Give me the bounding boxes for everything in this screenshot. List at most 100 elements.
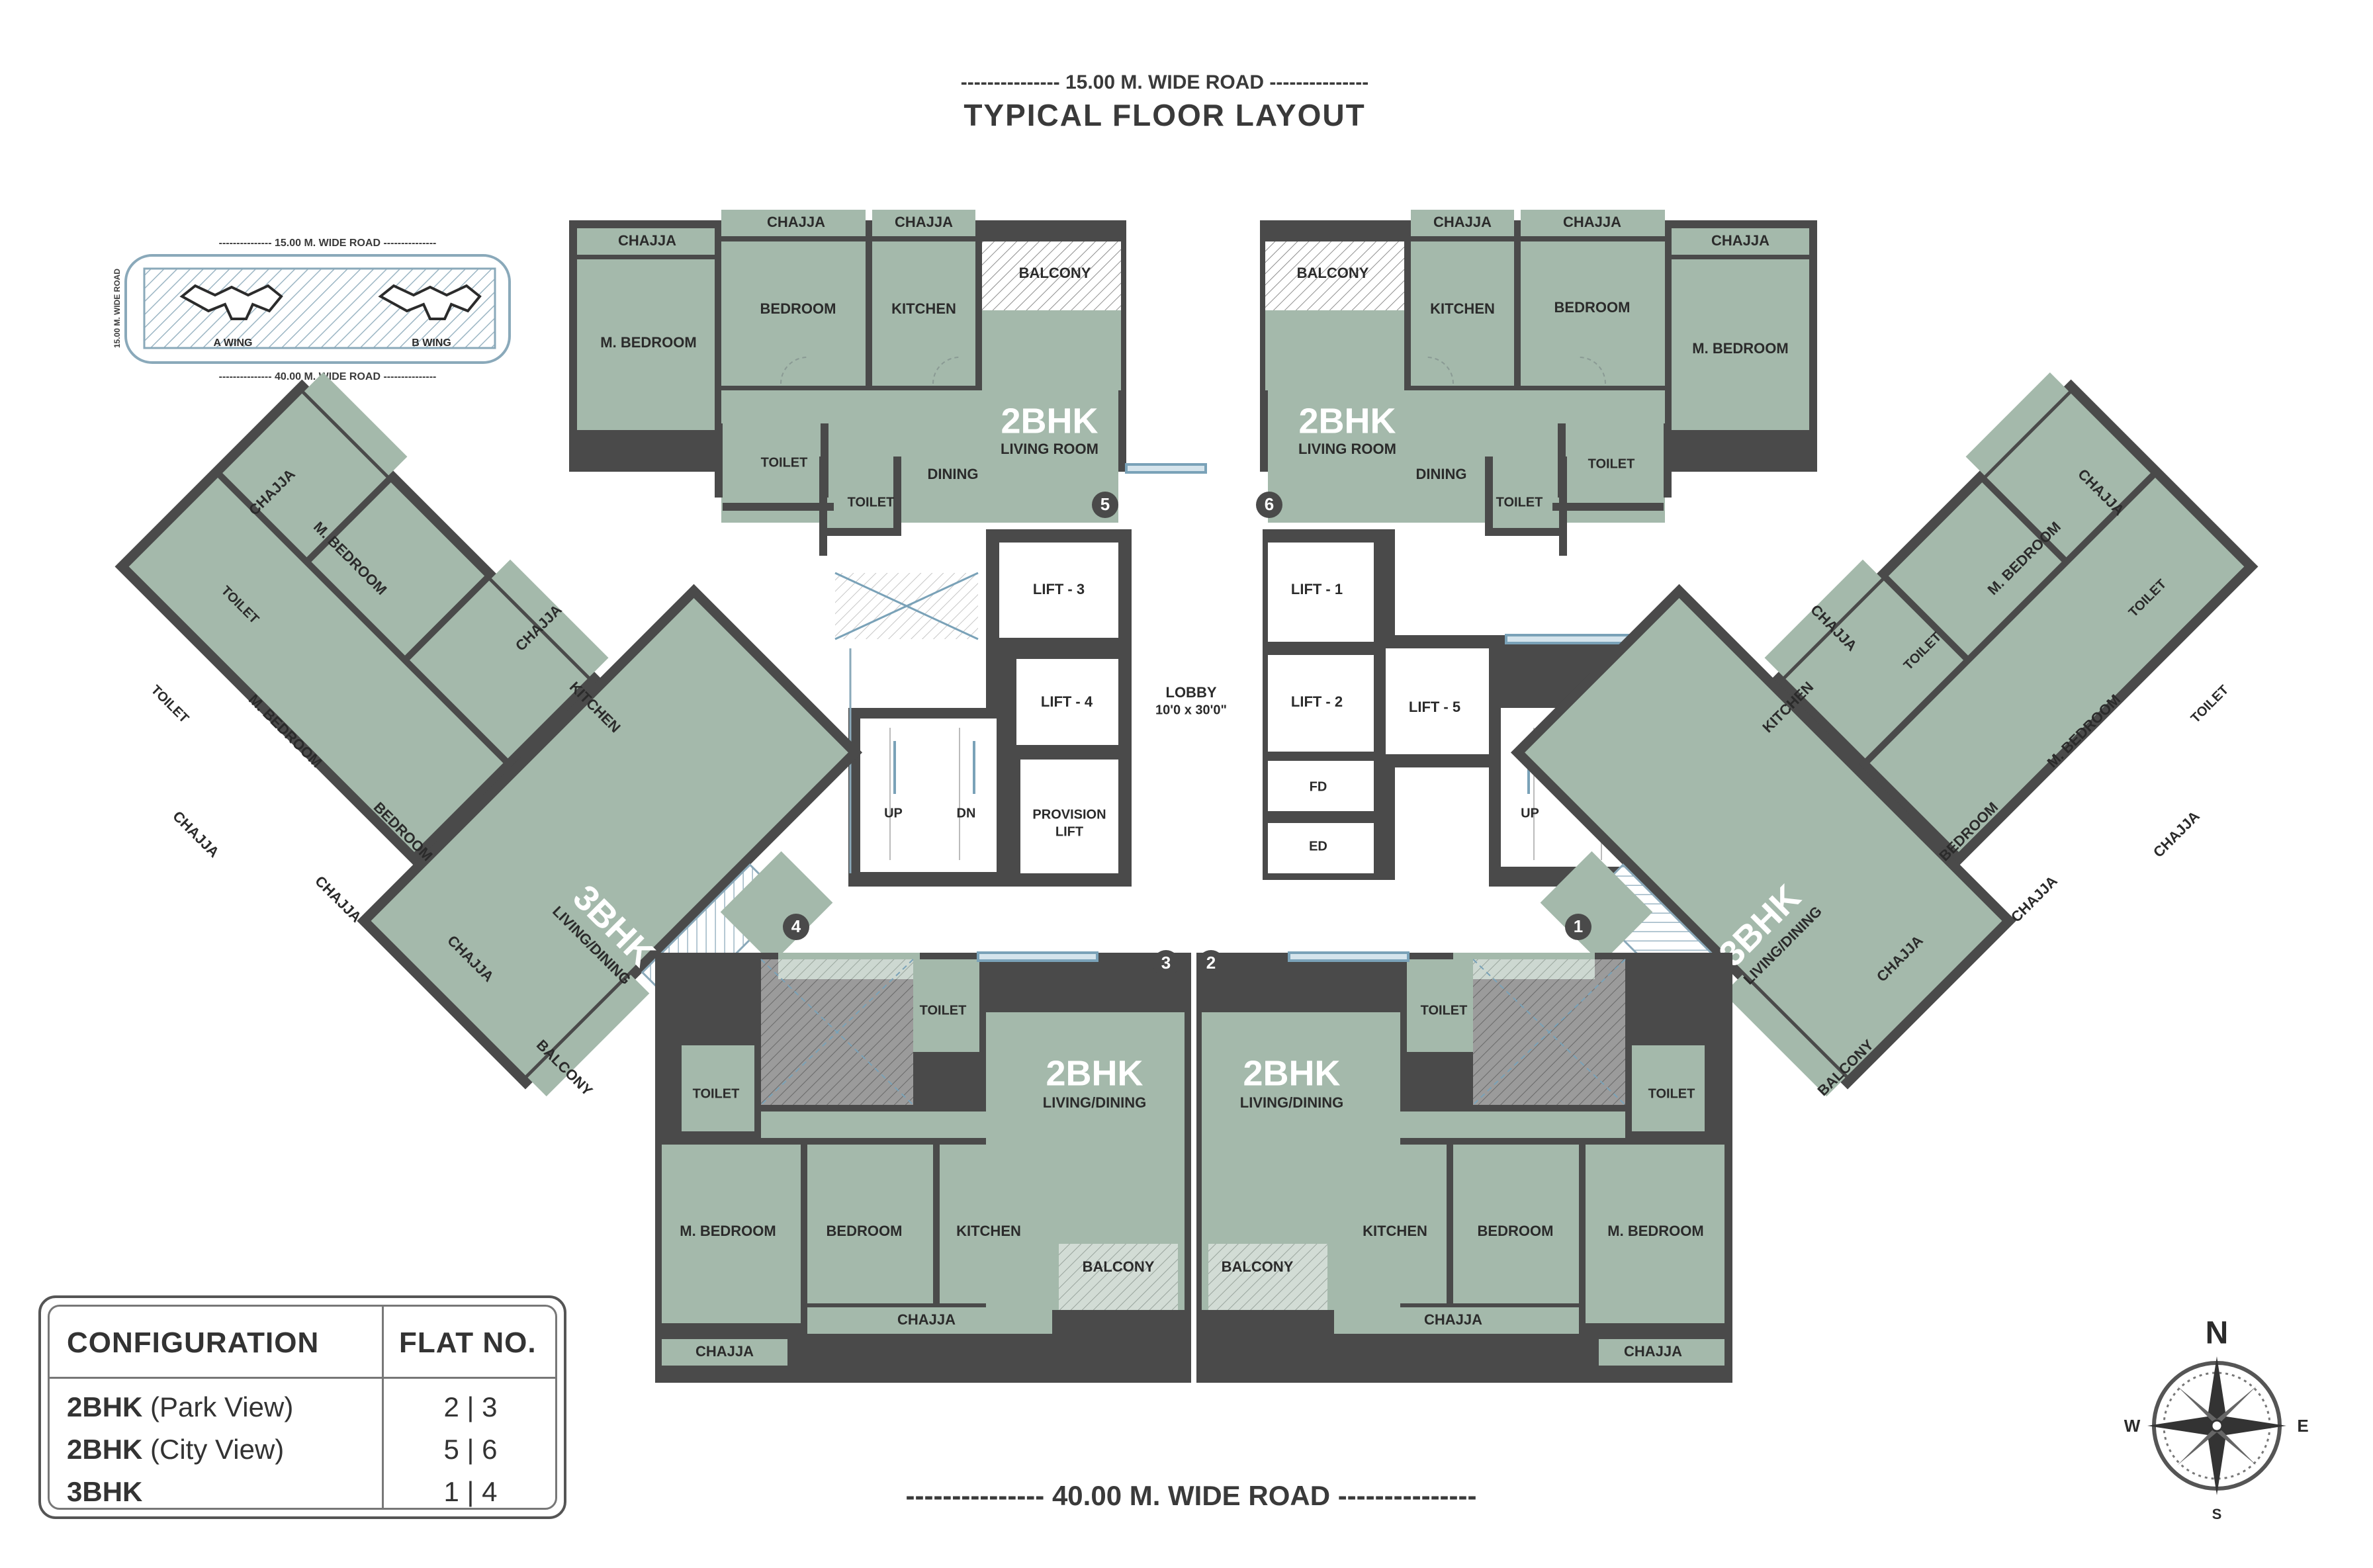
lift-5: LIFT - 5 [1409,699,1460,715]
key-plan-wing-b-icon [378,284,482,320]
flat-3: TOILET TOILET 2BHK LIVING/DINING M. BEDR… [655,951,1191,1383]
flat-5-living: LIVING ROOM [1001,441,1098,457]
flat-2: TOILET TOILET 2BHK LIVING/DINING M. BEDR… [1196,951,1732,1383]
flat-number-5: 5 [1092,492,1118,518]
flat-3-balcony: BALCONY [1083,1258,1155,1275]
key-plan-side-road: 15.00 M. WIDE ROAD [112,269,122,348]
top-road-label: --------------- 15.00 M. WIDE ROAD -----… [961,71,1368,93]
right-stair-up: UP [1521,806,1539,820]
legend-row-view: (City View) [150,1434,285,1465]
flat-4-toilet-2: TOILET [148,683,192,726]
legend-divider [50,1377,555,1379]
flat-6-dining: DINING [1416,466,1467,482]
flat-3-master-bedroom: M. BEDROOM [680,1223,776,1239]
flat-6-bedroom: BEDROOM [1554,299,1631,316]
page-title: TYPICAL FLOOR LAYOUT [963,98,1365,132]
svg-text:1: 1 [1574,916,1583,936]
flat-number-1: 1 [1565,914,1591,940]
key-plan-wing-b: B WING [412,337,451,349]
flat-3-living: LIVING/DINING [1043,1094,1146,1111]
legend-row: 3BHK 1 | 4 [67,1476,557,1516]
compass-north: N [2206,1316,2229,1351]
compass-west: W [2124,1416,2141,1436]
legend-row-type: 2BHK [67,1391,143,1422]
flat-3-chajja-2: CHAJJA [695,1343,754,1360]
flat-2-toilet-1: TOILET [1421,1003,1468,1018]
flat-3-toilet-2: TOILET [693,1086,740,1101]
flat-3-kitchen: KITCHEN [956,1223,1021,1239]
flat-number-3: 3 [1153,950,1179,977]
left-stair-up: UP [884,806,903,820]
flat-2-balcony: BALCONY [1222,1258,1294,1275]
flat-2-toilet-2: TOILET [1648,1086,1695,1101]
legend-header-flat-no: FLAT NO. [399,1327,537,1359]
lift-2: LIFT - 2 [1291,693,1343,710]
legend-row-flats: 1 | 4 [443,1476,498,1507]
flat-number-2: 2 [1198,950,1224,977]
flat-number-4: 4 [783,914,809,940]
legend-row-type: 3BHK [67,1476,143,1507]
flat-5-kitchen: KITCHEN [891,300,956,317]
flat-4-chajja-3: CHAJJA [169,808,222,861]
flat-5-chajja-3: CHAJJA [895,214,953,230]
svg-text:3: 3 [1161,953,1171,973]
flat-6-toilet-1: TOILET [1588,457,1635,471]
flat-3-bedroom: BEDROOM [827,1223,903,1239]
compass-south: S [2212,1506,2222,1522]
flat-1-toilet-3: TOILET [2188,683,2232,726]
legend-column-divider [382,1307,384,1508]
key-plan-top-road: --------------- 15.00 M. WIDE ROAD -----… [219,238,437,249]
flat-6-balcony: BALCONY [1297,265,1369,281]
svg-text:5: 5 [1100,494,1110,514]
provision-lift-2: LIFT [1055,824,1083,839]
flat-6-chajja-3: CHAJJA [1433,214,1492,230]
provision-lift-1: PROVISION [1032,807,1106,822]
bottom-road-label: --------------- 40.00 M. WIDE ROAD -----… [905,1480,1476,1511]
flat-5-dining: DINING [928,466,979,482]
legend-row-type: 2BHK [67,1434,143,1465]
flat-5-toilet-2: TOILET [848,495,895,509]
flat-5-bedroom: BEDROOM [760,300,836,317]
flat-2-chajja-2: CHAJJA [1624,1343,1682,1360]
flat-4-chajja-4: CHAJJA [312,873,365,926]
flat-4: CHAJJA M. BEDROOM TOILET CHAJJA KITCHEN … [114,372,863,1099]
core: LIFT - 3 LIFT - 4 PROVISION LIFT UP DN L… [834,529,1653,887]
flat-6-chajja-1: CHAJJA [1711,232,1769,249]
svg-text:6: 6 [1265,494,1274,514]
configuration-legend: CONFIGURATION FLAT NO. 2BHK (Park View) … [38,1295,566,1519]
flat-2-kitchen: KITCHEN [1363,1223,1427,1239]
flat-3-chajja-1: CHAJJA [897,1311,956,1328]
flat-3-toilet-1: TOILET [920,1003,967,1018]
flat-5: CHAJJA CHAJJA CHAJJA M. BEDROOM BEDROOM … [569,210,1207,556]
flat-2-master-bedroom: M. BEDROOM [1607,1223,1703,1239]
legend-row: 2BHK (City View) 5 | 6 [67,1434,557,1473]
flat-2-chajja-1: CHAJJA [1424,1311,1482,1328]
flat-5-type: 2BHK [1001,401,1098,441]
compass-rose-icon: N S W E [2124,1316,2309,1522]
flat-2-bedroom: BEDROOM [1478,1223,1554,1239]
flat-1: CHAJJA M. BEDROOM TOILET CHAJJA TOILET K… [1510,372,2259,1099]
key-plan-wing-a: A WING [214,337,253,349]
legend-header-configuration: CONFIGURATION [67,1327,320,1359]
svg-text:2: 2 [1206,953,1216,973]
key-plan-wing-a-icon [179,284,283,320]
legend-row-flats: 2 | 3 [443,1391,498,1422]
flat-number-6: 6 [1256,492,1282,518]
flat-6-toilet-2: TOILET [1496,495,1543,509]
flat-6-master-bedroom: M. BEDROOM [1692,340,1788,357]
key-plan: --------------- 15.00 M. WIDE ROAD -----… [112,238,511,382]
flat-1-chajja-4: CHAJJA [2008,873,2061,926]
compass-east: E [2297,1416,2308,1436]
flat-2-living: LIVING/DINING [1240,1094,1343,1111]
legend-row: 2BHK (Park View) 2 | 3 [67,1391,557,1431]
flat-5-master-bedroom: M. BEDROOM [600,334,696,351]
flat-5-toilet-1: TOILET [761,455,808,470]
flat-6-living: LIVING ROOM [1298,441,1396,457]
legend-table: CONFIGURATION FLAT NO. 2BHK (Park View) … [48,1305,557,1510]
flat-3-type: 2BHK [1046,1053,1143,1093]
left-stair-down: DN [957,806,976,820]
lift-1: LIFT - 1 [1291,581,1343,597]
legend-row-flats: 5 | 6 [443,1434,498,1465]
lobby-size: 10'0 x 30'0" [1155,703,1227,717]
